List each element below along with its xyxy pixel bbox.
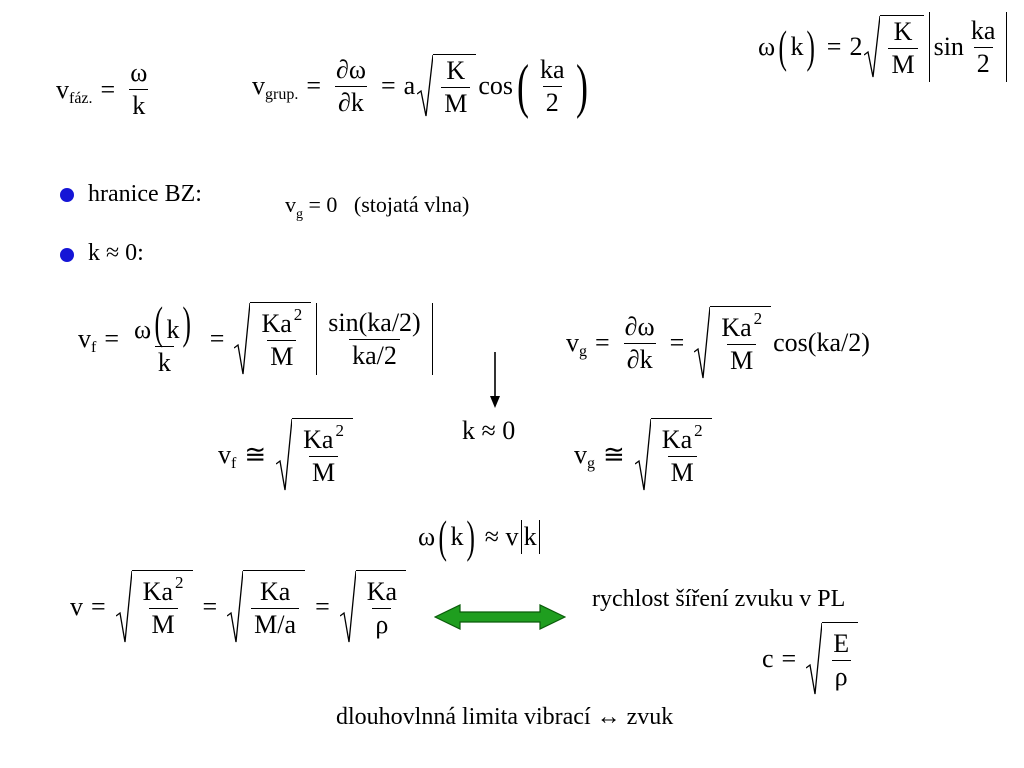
sound-label: rychlost šíření zvuku v PL bbox=[592, 586, 846, 612]
radical-sign-icon bbox=[339, 570, 356, 643]
radical-sign-icon bbox=[234, 303, 251, 375]
radical-sign-icon bbox=[417, 54, 434, 117]
radical-sign-icon bbox=[806, 622, 823, 695]
radical-sign-icon bbox=[115, 570, 132, 643]
bullet-label-k0: k ≈ 0: bbox=[88, 240, 144, 266]
radical-sign-icon bbox=[864, 15, 881, 78]
footer-caption: dlouhovlnná limita vibrací ↔ zvuk bbox=[336, 704, 674, 730]
radical-sign-icon bbox=[634, 418, 651, 491]
bullet-label-bz: hranice BZ: bbox=[88, 181, 202, 207]
linear-dispersion-equation: ω (k) ≈ v k bbox=[418, 513, 543, 560]
limit-label: k ≈ 0 bbox=[462, 416, 516, 445]
bullet-dot-icon bbox=[60, 188, 74, 202]
standing-wave-equation: vg = 0 (stojatá vlna) bbox=[285, 192, 470, 222]
double-arrow-icon bbox=[434, 604, 566, 630]
radical-sign-icon bbox=[227, 570, 244, 643]
bullet-dot-icon bbox=[60, 248, 74, 262]
down-arrow-icon bbox=[490, 352, 500, 408]
radical-sign-icon bbox=[276, 418, 293, 491]
radical-sign-icon bbox=[694, 306, 711, 379]
omega-symbol: ω bbox=[758, 32, 776, 61]
